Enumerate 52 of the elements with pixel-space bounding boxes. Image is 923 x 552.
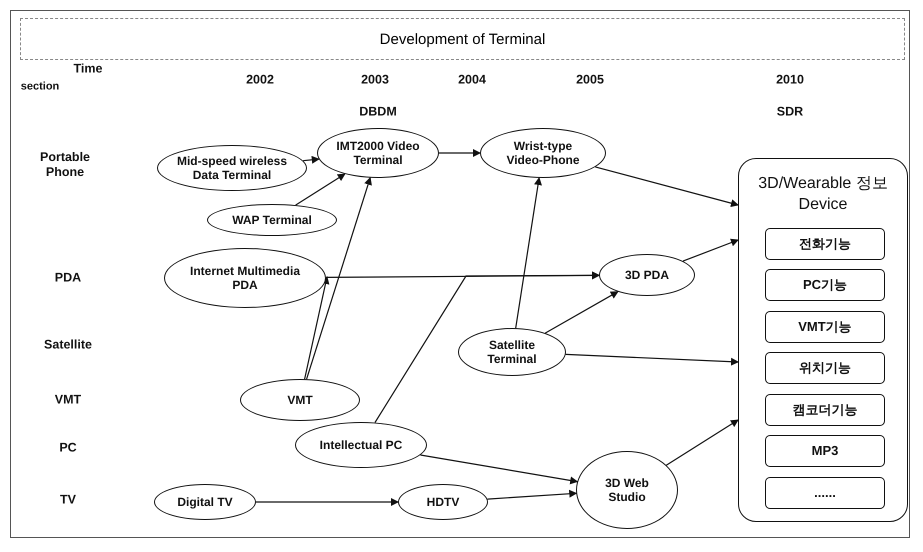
function-box: MP3 <box>765 435 885 467</box>
arrow <box>566 354 739 366</box>
arrow <box>295 173 346 206</box>
year-label: 2005 <box>576 72 604 88</box>
year-label: 2003 <box>361 72 389 88</box>
time-header: Time <box>74 62 102 76</box>
function-box: PC기능 <box>765 269 885 301</box>
terminal-ellipse: Internet Multimedia PDA <box>164 248 326 308</box>
terminal-ellipse: IMT2000 Video Terminal <box>317 128 439 178</box>
arrow <box>439 149 481 157</box>
arrow <box>487 490 578 500</box>
terminal-ellipse: WAP Terminal <box>207 204 337 236</box>
row-label: VMT <box>54 392 82 408</box>
function-box: 전화기능 <box>765 228 885 260</box>
arrow <box>595 166 739 208</box>
arrow <box>304 276 330 380</box>
time-header: section <box>20 80 60 94</box>
terminal-ellipse: Satellite Terminal <box>458 328 566 376</box>
terminal-ellipse: 3D PDA <box>599 254 695 296</box>
arrow <box>374 271 600 423</box>
container-title: 3D/Wearable 정보 Device <box>757 174 889 215</box>
phase-label: DBDM <box>359 104 397 120</box>
row-label: TV <box>60 492 76 508</box>
arrow <box>306 176 372 380</box>
row-label: PC <box>59 440 77 456</box>
arrow <box>666 419 739 466</box>
arrow <box>303 156 320 164</box>
function-box: ...... <box>765 477 885 509</box>
arrow <box>515 177 542 328</box>
terminal-ellipse: Intellectual PC <box>295 422 427 468</box>
function-box: 캠코더기능 <box>765 394 885 426</box>
row-label: PDA <box>54 270 82 286</box>
terminal-ellipse: VMT <box>240 379 360 421</box>
arrow <box>544 291 619 334</box>
function-box: VMT기능 <box>765 311 885 343</box>
device-container <box>738 158 908 522</box>
row-label: Portable Phone <box>38 150 91 180</box>
terminal-ellipse: Wrist-type Video-Phone <box>480 128 606 178</box>
terminal-ellipse: Mid-speed wireless Data Terminal <box>157 145 307 191</box>
year-label: 2010 <box>776 72 804 88</box>
arrow <box>682 238 739 262</box>
phase-label: SDR <box>776 104 804 120</box>
year-label: 2002 <box>246 72 274 88</box>
arrow <box>420 454 578 484</box>
terminal-ellipse: 3D Web Studio <box>576 451 678 529</box>
row-label: Satellite <box>44 338 92 352</box>
terminal-ellipse: Digital TV <box>154 484 256 520</box>
diagram-title: Development of Terminal <box>380 30 546 48</box>
arrow <box>256 498 399 506</box>
year-label: 2004 <box>458 72 486 88</box>
function-box: 위치기능 <box>765 352 885 384</box>
terminal-ellipse: HDTV <box>398 484 488 520</box>
